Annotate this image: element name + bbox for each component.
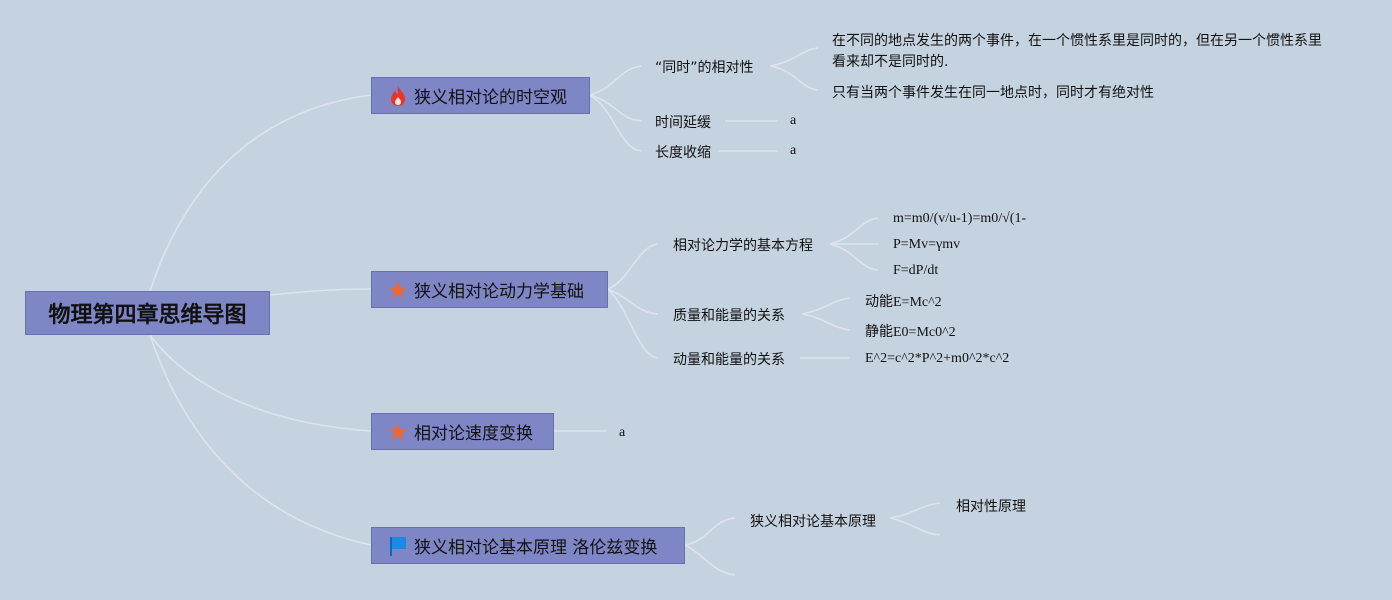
- root-topic[interactable]: 物理第四章思维导图: [25, 291, 270, 335]
- topic-simultaneity[interactable]: “同时”的相对性: [655, 60, 754, 76]
- topic-basic-equation[interactable]: 相对论力学的基本方程: [673, 238, 813, 254]
- star-icon: [389, 280, 407, 298]
- link-c7-extra: [889, 517, 941, 536]
- link-b2-c3: [607, 288, 659, 359]
- link-b1-c1: [589, 65, 643, 96]
- topic-length-contraction[interactable]: 长度收缩: [655, 145, 711, 161]
- topic-basic-principle[interactable]: 狭义相对论基本原理: [750, 514, 876, 530]
- link-b1-c3: [589, 94, 643, 152]
- star-icon: [389, 422, 407, 440]
- link-c4-d3: [829, 243, 879, 271]
- detail-length-contraction[interactable]: a: [790, 143, 797, 158]
- detail-time-dilation[interactable]: a: [790, 113, 797, 128]
- detail-velocity-transform[interactable]: a: [619, 425, 626, 440]
- branch-label: 相对论速度变换: [414, 424, 533, 444]
- detail-rest-energy[interactable]: 静能E0=Mc0^2: [865, 325, 956, 340]
- link-b1-c2: [589, 94, 643, 122]
- branch-label: 狭义相对论动力学基础: [414, 282, 584, 302]
- detail-simultaneity-2[interactable]: 只有当两个事件发生在同一地点时，同时才有绝对性: [832, 85, 1154, 101]
- link-b4-extra: [684, 544, 736, 576]
- branch-spacetime[interactable]: 狭义相对论的时空观: [371, 77, 590, 114]
- link-b2-c1: [607, 243, 659, 290]
- link-c4-d1: [829, 217, 879, 245]
- detail-force-formula[interactable]: F=dP/dt: [893, 263, 939, 278]
- link-b2-c2: [607, 288, 659, 315]
- topic-time-dilation[interactable]: 时间延缓: [655, 115, 711, 131]
- branch-principles-lorentz[interactable]: 狭义相对论基本原理 洛伦兹变换: [371, 527, 685, 564]
- detail-momentum-formula[interactable]: P=Mv=γmv: [893, 237, 961, 252]
- topic-mass-energy[interactable]: 质量和能量的关系: [673, 308, 785, 324]
- fire-icon: [391, 85, 405, 106]
- link-c5-d1: [801, 297, 851, 315]
- link-c7-d1: [889, 502, 941, 519]
- link-root-b2: [269, 288, 372, 296]
- link-b4-c1: [684, 517, 736, 546]
- branch-dynamics[interactable]: 狭义相对论动力学基础: [371, 271, 608, 308]
- link-root-b3: [149, 334, 372, 432]
- link-c5-d2: [801, 313, 851, 331]
- topic-momentum-energy[interactable]: 动量和能量的关系: [673, 352, 785, 368]
- link-root-b1: [149, 94, 372, 292]
- link-c1-d2: [769, 65, 819, 91]
- branch-label: 狭义相对论基本原理 洛伦兹变换: [414, 538, 658, 558]
- detail-energy-momentum-relation[interactable]: E^2=c^2*P^2+m0^2*c^2: [865, 351, 1010, 366]
- detail-relativity-principle[interactable]: 相对性原理: [956, 499, 1026, 515]
- detail-kinetic-energy[interactable]: 动能E=Mc^2: [865, 295, 942, 310]
- link-c1-d1: [769, 47, 819, 67]
- flag-icon: [390, 536, 406, 556]
- branch-label: 狭义相对论的时空观: [414, 88, 567, 108]
- link-root-b4: [149, 334, 372, 546]
- branch-velocity-transform[interactable]: 相对论速度变换: [371, 413, 554, 450]
- detail-mass-formula[interactable]: m=m0/(v/u-1)=m0/√(1-: [893, 211, 1027, 226]
- detail-simultaneity-1[interactable]: 在不同的地点发生的两个事件，在一个惯性系里是同时的，但在另一个惯性系里看来却不是…: [832, 33, 1322, 70]
